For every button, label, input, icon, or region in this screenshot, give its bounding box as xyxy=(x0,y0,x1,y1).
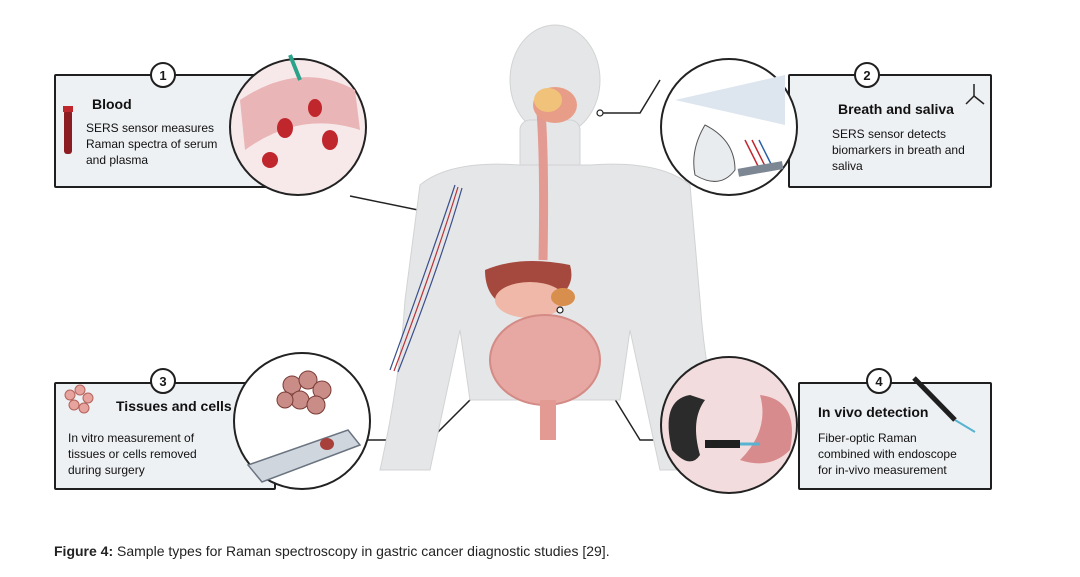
cell-cluster-icon xyxy=(64,384,94,414)
circle-breath xyxy=(660,58,798,196)
badge-1: 1 xyxy=(150,62,176,88)
digestive-system xyxy=(485,87,601,440)
badge-3: 3 xyxy=(150,368,176,394)
panel-breath xyxy=(788,74,992,188)
badge-4: 4 xyxy=(866,368,892,394)
molecule-icon xyxy=(965,84,985,105)
circle-tissues xyxy=(233,352,371,490)
caption-label: Figure 4: xyxy=(54,543,114,559)
circle-invivo xyxy=(660,356,798,494)
blood-tube-icon xyxy=(63,106,73,154)
panel-desc-invivo: Fiber-optic Raman combined with endoscop… xyxy=(818,431,957,477)
panel-invivo xyxy=(798,382,992,490)
panel-desc-breath: SERS sensor detects biomarkers in breath… xyxy=(832,127,965,173)
fiber-probe-icon xyxy=(912,376,976,433)
circle-blood xyxy=(229,54,367,196)
caption-text: Sample types for Raman spectroscopy in g… xyxy=(117,543,610,559)
badge-2: 2 xyxy=(854,62,880,88)
connector-breath xyxy=(600,79,661,114)
panel-title-invivo: In vivo detection xyxy=(818,404,929,420)
panel-desc-blood: SERS sensor measures Raman spectra of se… xyxy=(86,121,218,167)
panel-title-tissues: Tissues and cells xyxy=(116,398,232,414)
panel-title-blood: Blood xyxy=(92,96,132,112)
figure-caption: Figure 4: Sample types for Raman spectro… xyxy=(54,543,610,559)
panel-title-breath: Breath and saliva xyxy=(838,101,954,117)
panel-desc-tissues: In vitro measurement of tissues or cells… xyxy=(68,431,197,477)
